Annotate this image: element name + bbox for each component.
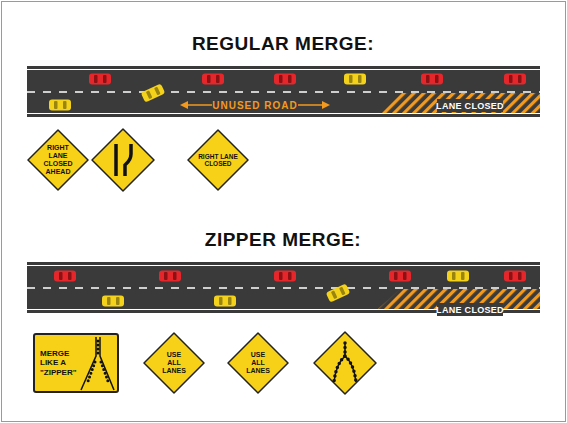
road-label: LANE CLOSED	[436, 305, 504, 315]
merge-sign: MERGE LIKE A "ZIPPER"	[33, 333, 119, 393]
zipper-symbol-sign	[314, 332, 376, 394]
warning-sign: RIGHT LANE CLOSED AHEAD	[27, 129, 89, 191]
sign-face	[144, 333, 204, 393]
warning-sign: USE ALL LANES	[143, 332, 205, 394]
cars	[49, 74, 526, 111]
road-label: UNUSED ROAD	[212, 100, 297, 111]
road-label: LANE CLOSED	[436, 101, 504, 111]
lane-narrowing-sign	[92, 129, 154, 191]
zipper-merge-graphic	[81, 337, 114, 390]
section-heading: REGULAR MERGE:	[192, 33, 374, 55]
sign-text: USE ALL LANES	[161, 351, 187, 375]
road	[27, 66, 540, 117]
sign-face	[188, 130, 248, 190]
warning-sign: USE ALL LANES	[227, 332, 289, 394]
sign-text: RIGHT LANE CLOSED	[196, 153, 240, 168]
warning-sign: RIGHT LANE CLOSED	[187, 129, 249, 191]
sign-text: USE ALL LANES	[245, 351, 271, 375]
sign-face	[28, 130, 88, 190]
sign-text: MERGE LIKE A "ZIPPER"	[40, 349, 86, 377]
sign-text: RIGHT LANE CLOSED AHEAD	[37, 144, 79, 176]
road	[27, 262, 540, 316]
section-heading: ZIPPER MERGE:	[205, 229, 361, 251]
cars	[54, 271, 526, 307]
sign-face	[228, 333, 288, 393]
